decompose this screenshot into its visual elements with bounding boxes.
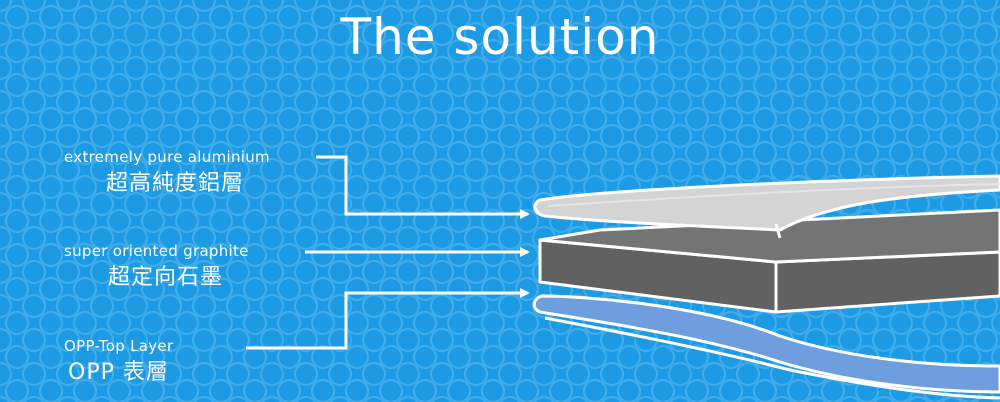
graphite-label: super oriented graphite 超定向石墨 [64, 242, 249, 292]
graphite-label-en: super oriented graphite [64, 242, 249, 260]
graphite-label-zh: 超定向石墨 [108, 265, 224, 290]
aluminium-label-en: extremely pure aluminium [64, 148, 270, 166]
aluminium-layer-top-edge [547, 183, 1000, 207]
aluminium-label: extremely pure aluminium 超高純度鋁層 [64, 148, 270, 198]
opp-layer [532, 294, 1000, 394]
opp-layer-lower-edge [544, 316, 1000, 400]
aluminium-connector-arrow [316, 155, 530, 219]
opp-label: OPP-Top Layer OPP 表層 [64, 337, 173, 387]
opp-label-zh: OPP 表層 [68, 360, 169, 385]
aluminium-layer [533, 174, 1000, 232]
opp-label-en: OPP-Top Layer [64, 337, 174, 355]
opp-connector-arrow [246, 288, 530, 350]
slide-title: The solution [340, 8, 660, 66]
aluminium-label-zh: 超高純度鋁層 [106, 171, 245, 196]
aluminium-layer-edge [774, 223, 782, 239]
graphite-layer-top [538, 208, 1000, 264]
